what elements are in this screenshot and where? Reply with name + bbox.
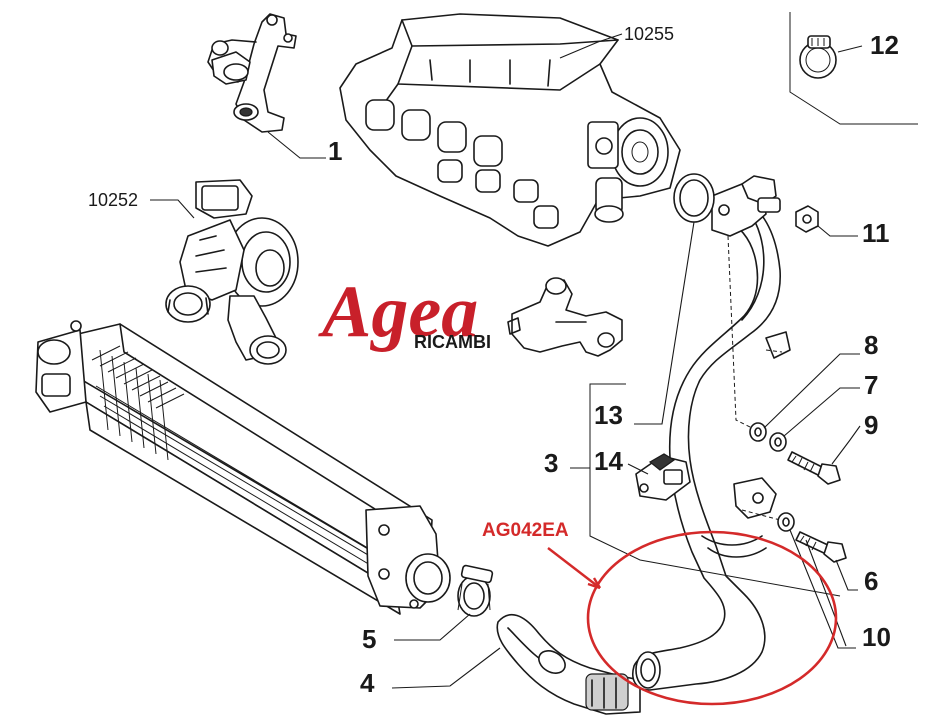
highlight-arrow-head (587, 577, 602, 590)
part-label-13[interactable]: 13 (594, 400, 623, 430)
washer-10[interactable] (777, 512, 795, 532)
part-label-11[interactable]: 11 (862, 218, 890, 248)
inset-frame-clamp (789, 12, 918, 125)
main-charge-hose[interactable] (632, 175, 791, 691)
part-label-7[interactable]: 7 (864, 370, 878, 400)
logo-brand: Agea (318, 271, 478, 353)
hose-clamp-5[interactable] (457, 564, 494, 617)
turbocharger[interactable] (165, 179, 299, 365)
sensor-bracket[interactable] (507, 277, 623, 357)
o-ring-13[interactable] (673, 173, 715, 223)
part-label-1[interactable]: 1 (328, 136, 342, 166)
washer-7[interactable] (769, 432, 787, 452)
part-label-6[interactable]: 6 (864, 566, 878, 596)
part-label-10[interactable]: 10 (862, 622, 891, 652)
bolt-9[interactable] (787, 451, 841, 485)
bolt-6[interactable] (795, 531, 847, 563)
highlight-code: AG042EA (482, 520, 569, 541)
part-label-3[interactable]: 3 (544, 448, 558, 478)
part-label-4[interactable]: 4 (360, 668, 375, 698)
pressure-sensor-14[interactable] (635, 453, 691, 501)
intercooler-fins (91, 345, 185, 461)
part-label-9[interactable]: 9 (864, 410, 878, 440)
intake-manifold[interactable] (339, 13, 681, 247)
mounting-bracket-1[interactable] (207, 13, 297, 133)
highlight-group: AG042EA (482, 520, 838, 706)
highlight-arrow (547, 547, 601, 589)
highlight-ellipse (586, 530, 838, 706)
ref-manifold: 10255 (624, 24, 674, 44)
logo-tagline: RICAMBI (414, 332, 491, 352)
part-label-8[interactable]: 8 (864, 330, 878, 360)
washer-8[interactable] (749, 422, 767, 442)
brand-logo: Agea RICAMBI (318, 271, 491, 353)
hose-clamp-12[interactable] (799, 35, 837, 79)
part-label-5[interactable]: 5 (362, 624, 376, 654)
intercooler[interactable] (35, 320, 451, 615)
part-label-14[interactable]: 14 (594, 446, 623, 476)
part-label-12[interactable]: 12 (870, 30, 899, 60)
lower-hose-4[interactable] (496, 613, 641, 715)
nut-11[interactable] (795, 205, 819, 233)
ref-turbo: 10252 (88, 190, 138, 210)
